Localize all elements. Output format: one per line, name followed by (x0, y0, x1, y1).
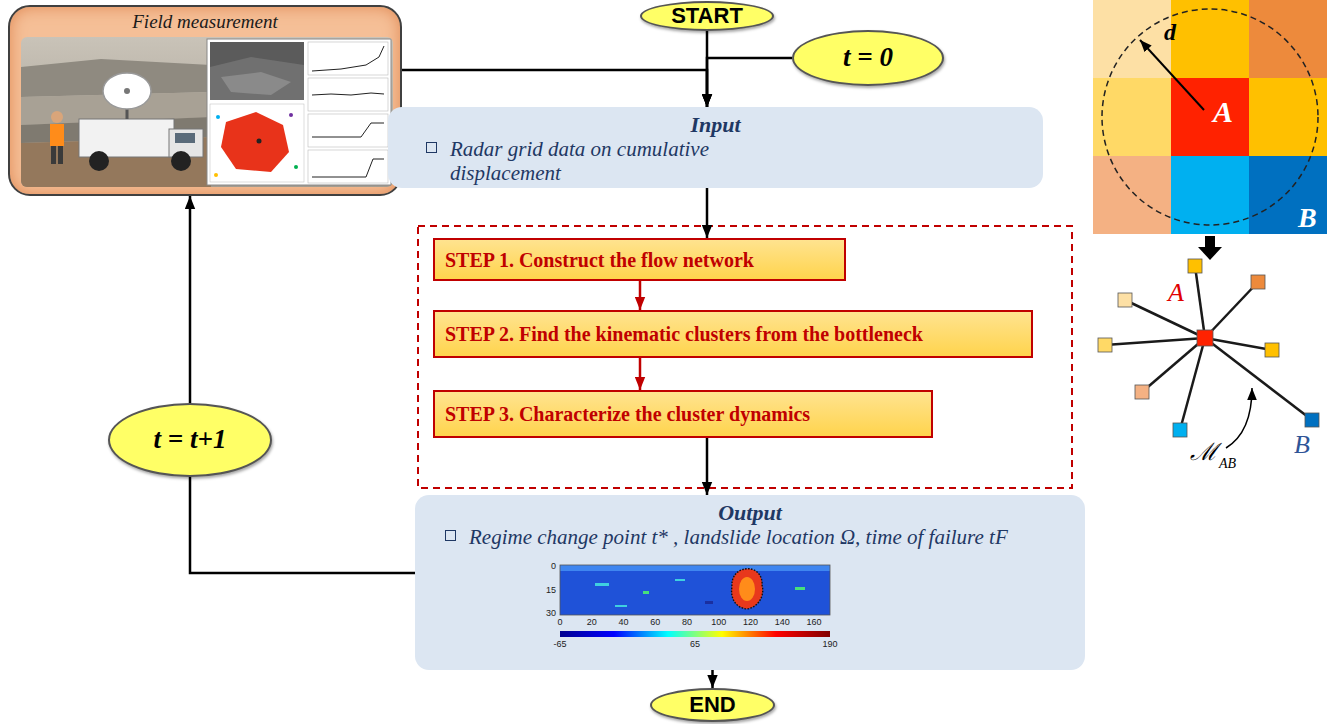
axis-tick: 30 (546, 609, 556, 618)
terminal-oval: START (640, 1, 774, 31)
terminal-label: START (671, 4, 743, 28)
dashed-region (418, 226, 1072, 488)
flow-arrow (189, 196, 192, 403)
axis-tick: 140 (775, 618, 790, 627)
dimension-label: d (1164, 20, 1176, 44)
transform-arrow (1198, 236, 1222, 260)
process-box: STEP 1. Construct the flow network (433, 238, 846, 281)
axis-tick: 20 (587, 618, 597, 627)
panel-heading: Input (400, 112, 1031, 137)
flow-arrow (706, 438, 709, 495)
step-label: STEP 1. Construct the flow network (445, 249, 754, 271)
axis-tick: 40 (619, 618, 629, 627)
leader-line (1226, 388, 1252, 448)
colorbar-tick: 65 (690, 640, 700, 649)
cell-label: B (1298, 204, 1317, 232)
input-panel: InputRadar grid data on cumulative displ… (388, 107, 1043, 188)
terminal-label: END (689, 693, 735, 717)
displacement-map (555, 561, 835, 641)
flow-arrow (639, 281, 642, 310)
flow-arrow (639, 358, 642, 390)
colorbar-tick: -65 (553, 640, 566, 649)
axis-tick: 120 (743, 618, 758, 627)
flow-arrow (711, 670, 714, 688)
axis-tick: 0 (557, 618, 562, 627)
network-illustration (1098, 259, 1319, 437)
flow-arrow (706, 188, 709, 238)
process-box: STEP 3. Characterize the cluster dynamic… (433, 390, 933, 438)
cell-label: A (1213, 97, 1233, 127)
axis-tick: 160 (807, 618, 822, 627)
axis-tick: 60 (650, 618, 660, 627)
edge-symbol: ℳ (1190, 440, 1218, 464)
axis-tick: 0 (551, 562, 556, 571)
flow-arrow (707, 58, 792, 107)
panel-title: Field measurement (10, 11, 400, 34)
colorbar-tick: 190 (822, 640, 837, 649)
panel-body: Regime change point t* , landslide locat… (435, 525, 1073, 549)
measurement-panel: Field measurement (8, 5, 402, 196)
increment-label: t = t+1 (154, 425, 227, 455)
axis-tick: 15 (546, 586, 556, 595)
axis-tick: 80 (682, 618, 692, 627)
axis-tick: 100 (711, 618, 726, 627)
process-box: STEP 2. Find the kinematic clusters from… (433, 310, 1033, 358)
increment-oval: t = t+1 (108, 403, 272, 477)
edge-subscript: AB (1219, 457, 1236, 471)
flow-arrow (402, 70, 707, 107)
init-oval: t = 0 (792, 30, 944, 86)
panel-heading: Output (427, 500, 1073, 525)
flow-arrow (190, 477, 415, 573)
output-panel: OutputRegime change point t* , landslide… (415, 495, 1085, 670)
vertex-label: A (1168, 280, 1184, 306)
init-label: t = 0 (843, 43, 893, 73)
panel-body: Radar grid data on cumulative displaceme… (416, 137, 820, 185)
step-label: STEP 2. Find the kinematic clusters from… (445, 323, 923, 345)
step-label: STEP 3. Characterize the cluster dynamic… (445, 403, 810, 425)
field-photo (21, 37, 393, 187)
grid-illustration (1093, 0, 1327, 234)
vertex-label: B (1294, 432, 1310, 458)
terminal-oval: END (650, 688, 775, 722)
